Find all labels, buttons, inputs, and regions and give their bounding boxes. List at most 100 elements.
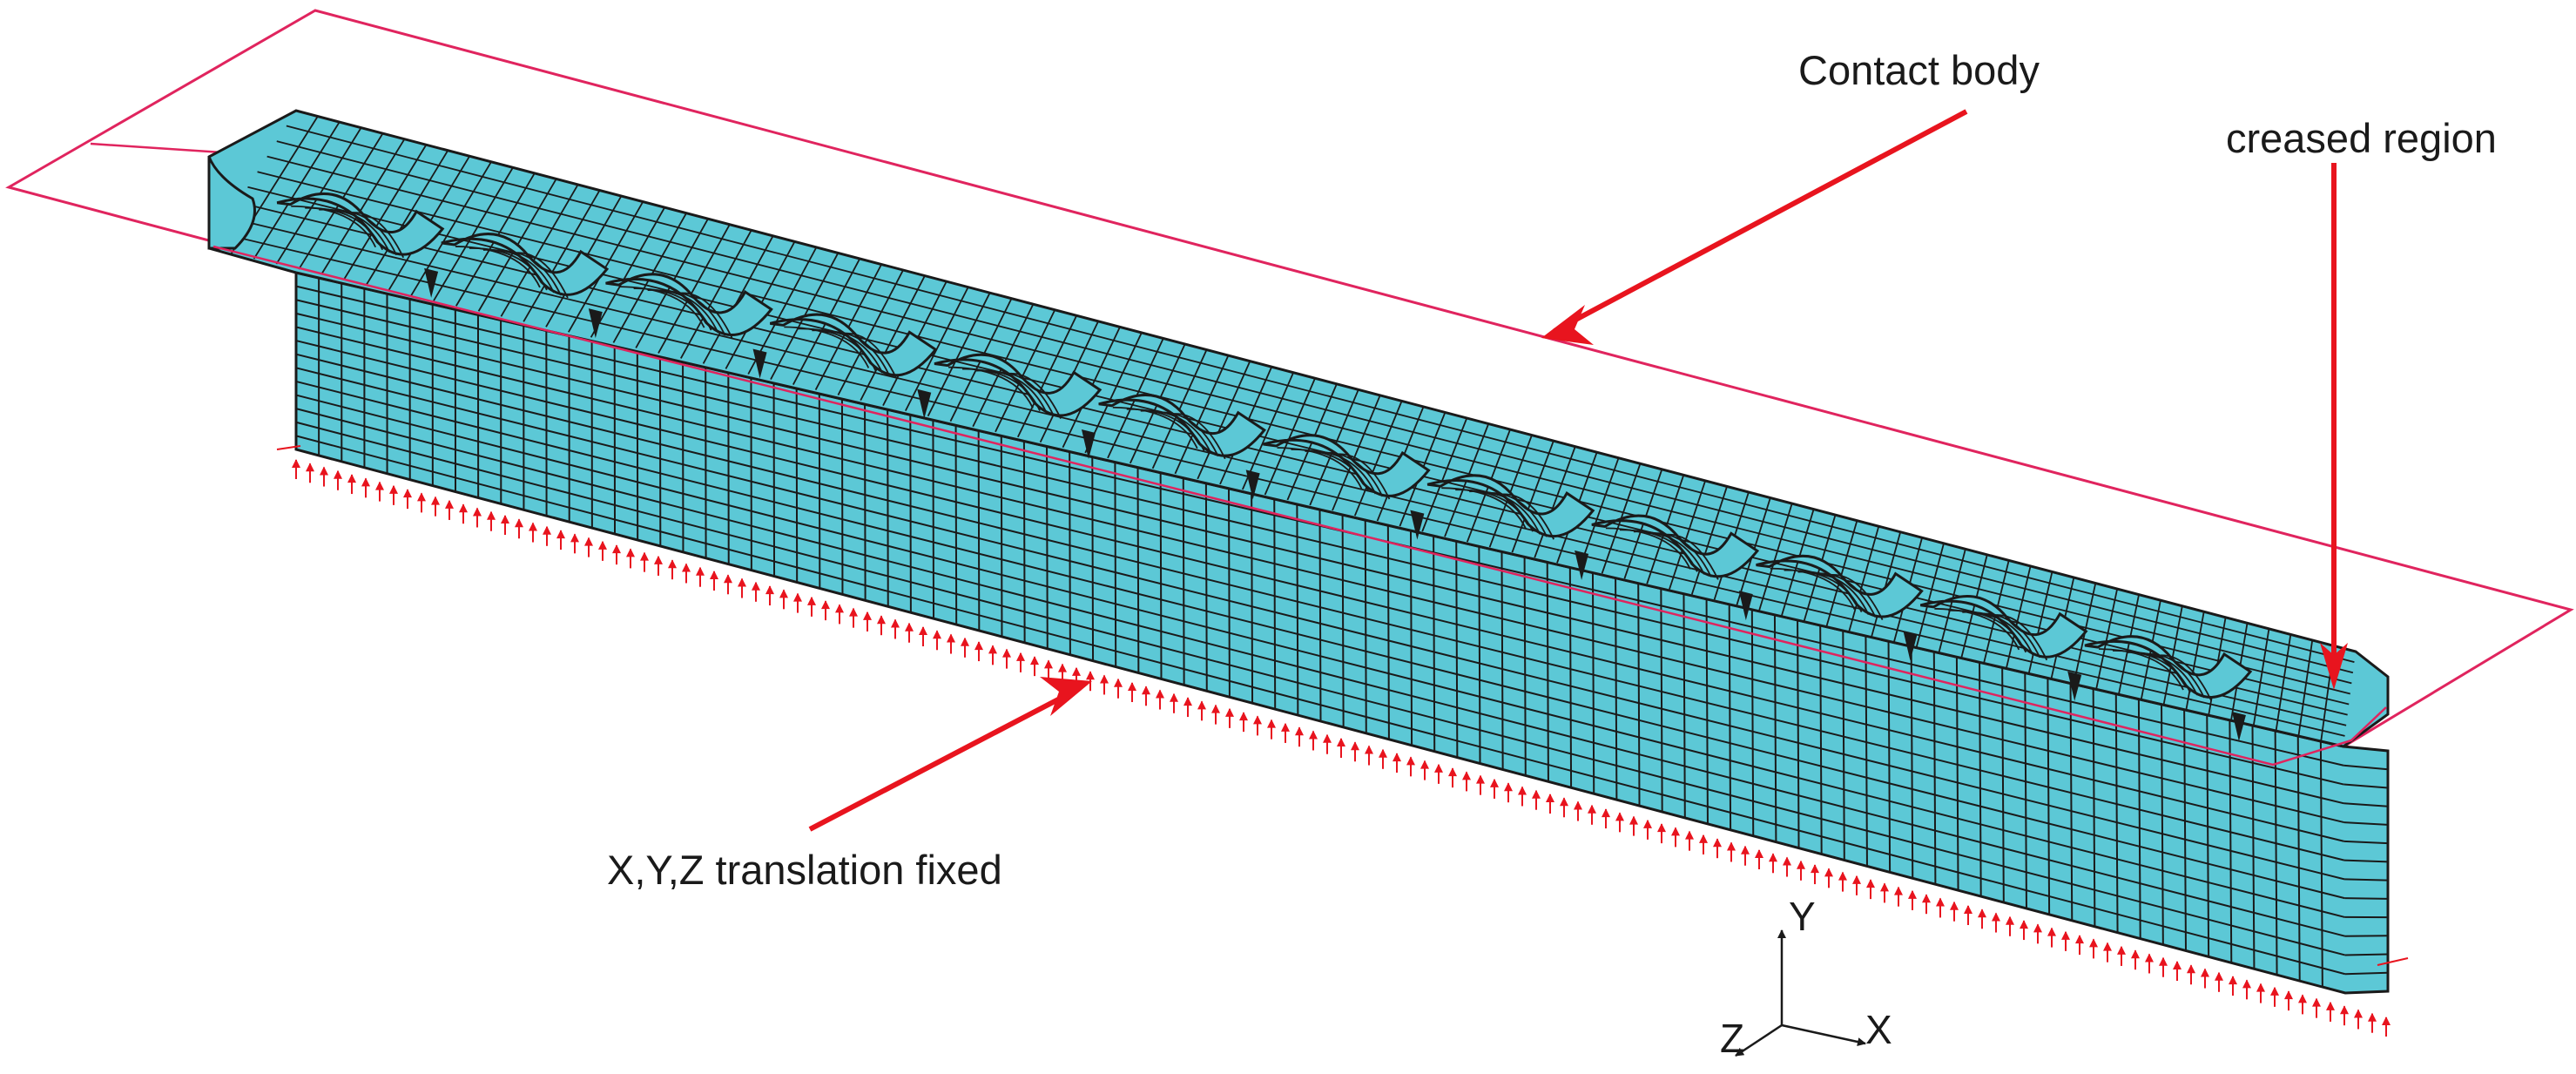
crease-fold-tip [588, 308, 603, 339]
bc-marker-head [696, 566, 705, 576]
bc-marker-head [2229, 976, 2237, 985]
bc-marker-head [2033, 923, 2042, 933]
mesh-line [657, 224, 731, 354]
bc-marker-head [905, 622, 914, 632]
bc-marker-head [1016, 652, 1025, 661]
mesh-line [887, 409, 889, 607]
crease-fold-tip [1575, 550, 1589, 580]
crease-wave-line [2126, 652, 2198, 696]
mesh-line [1758, 503, 1793, 611]
mesh-line [1797, 619, 1800, 848]
mesh-line [1241, 372, 1294, 490]
crease-wave-line [1291, 449, 1370, 492]
mesh-line [1488, 435, 1533, 548]
bc-marker-head [1044, 659, 1053, 669]
bc-marker-head [1379, 748, 1387, 758]
bc-marker-head [1588, 804, 1596, 814]
bc-marker-head [1560, 797, 1568, 807]
bc-marker-head [738, 578, 746, 587]
bc-marker-head [1783, 856, 1791, 866]
crease-wave-line [1619, 529, 1698, 572]
mesh-line [1341, 515, 1345, 727]
bc-marker-head [1351, 741, 1359, 751]
mesh-line [2343, 840, 2389, 845]
mesh-line [2162, 605, 2183, 705]
bc-marker-head [361, 477, 370, 487]
mesh-line [2319, 740, 2323, 988]
bc-marker-head [849, 607, 858, 617]
mesh-line [295, 421, 2345, 956]
mesh-line [1296, 503, 1299, 716]
contact-body-arrow [1541, 109, 1968, 345]
mesh-line [1046, 446, 1049, 649]
creased-region-arrow [2320, 163, 2348, 690]
bc-marker-head [919, 626, 927, 635]
crease-wave-line [319, 208, 391, 253]
contact-body-label: Contact body [1798, 47, 2040, 93]
mesh-line [276, 140, 2354, 674]
mesh-line [2183, 709, 2187, 951]
crease-fold-tip [1245, 469, 1260, 500]
mesh-line [2161, 704, 2164, 945]
mesh-line [1182, 477, 1185, 686]
mesh-line [1016, 314, 1078, 438]
bc-marker-head [1574, 800, 1582, 810]
mesh-line [1353, 401, 1403, 517]
mesh-line [1819, 625, 1823, 854]
crease-wave-line [1797, 571, 1870, 616]
bc-marker-head [2159, 956, 2168, 966]
mesh-line [295, 408, 2345, 937]
bc-marker-head [584, 537, 593, 546]
mesh-line [1069, 451, 1071, 655]
bc-marker-head [1072, 666, 1081, 676]
mesh-line [2027, 571, 2053, 673]
bc-marker-head [807, 596, 816, 605]
mesh-line [1865, 636, 1868, 867]
crease-wave-line [333, 210, 398, 256]
mesh-line [2137, 699, 2141, 939]
mesh-line [218, 232, 2345, 737]
mesh-line [2343, 859, 2389, 863]
mesh-line [2206, 714, 2210, 957]
bc-marker-head [292, 459, 300, 468]
bc-marker-head [1685, 830, 1694, 840]
mesh-line [320, 138, 406, 275]
bc-marker-head [1727, 841, 1736, 851]
bc-marker-head [473, 507, 482, 517]
mesh-line [1682, 593, 1686, 818]
mesh-line [343, 144, 428, 280]
crease-wave-line [305, 206, 384, 251]
bc-marker-head [2326, 1001, 2335, 1010]
bc-marker-head [1546, 794, 1554, 802]
mesh-line [977, 430, 981, 632]
bc-marker-head [1100, 674, 1109, 684]
bc-marker-head [765, 585, 774, 595]
crease-wave-line [989, 371, 1055, 416]
mesh-line [2344, 953, 2389, 956]
mesh-line [2118, 594, 2140, 694]
mesh-line [295, 326, 2344, 824]
mesh-line [1091, 456, 1095, 661]
mesh-line [2092, 688, 2096, 927]
bc-marker-head [1755, 849, 1763, 858]
mesh-line [266, 155, 2352, 685]
bc-marker-head [543, 525, 551, 535]
axis-triad: Y X Z [1720, 894, 1892, 1061]
mesh-line [295, 394, 2345, 918]
bc-marker-head [1950, 901, 1959, 910]
bc-marker-head [891, 618, 900, 628]
y-axis-label: Y [1789, 894, 1816, 939]
mesh-line [1511, 440, 1554, 553]
crease-wave-line [1441, 487, 1527, 530]
crease-wave-line [1948, 609, 2027, 653]
mesh-line [2006, 565, 2032, 668]
mesh-line [1848, 525, 1880, 632]
crease-wave-line [1277, 447, 1363, 490]
crease-wave-line [661, 290, 726, 336]
bc-marker-head [1002, 648, 1011, 658]
mesh-line [295, 312, 2344, 805]
mesh-line [1842, 631, 1845, 861]
bc-marker-head [1894, 886, 1903, 895]
bc-marker-head [334, 469, 342, 479]
mesh-line [702, 235, 774, 364]
